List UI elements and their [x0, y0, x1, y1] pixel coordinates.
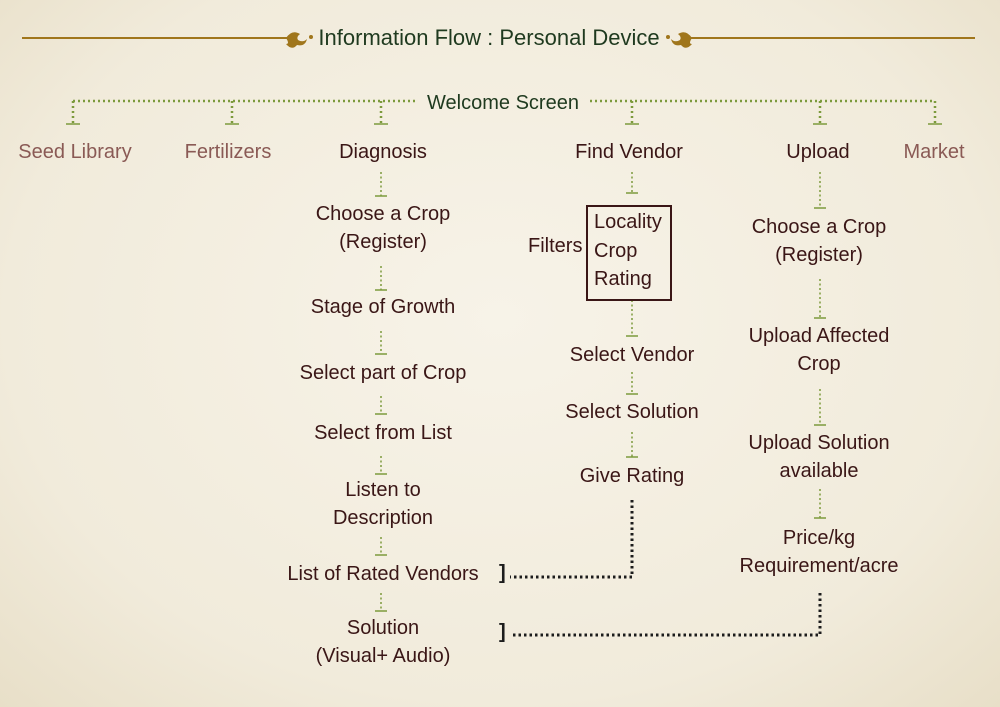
step-connectors	[380, 172, 821, 611]
filter-crop: Crop	[594, 240, 638, 262]
upload-choose-crop-line1: Choose a Crop	[751, 216, 887, 238]
diagnosis-listen-line2: Description	[332, 507, 434, 529]
filters-box	[586, 205, 672, 301]
flourish-right-icon	[666, 32, 692, 48]
upload-affected-crop: Upload Affected Crop	[749, 322, 890, 378]
filter-locality: Locality	[594, 211, 662, 233]
upload-choose-crop: Choose a Crop (Register)	[752, 213, 887, 269]
upload-price-requirement: Price/kg Requirement/acre	[740, 524, 899, 580]
root-node-welcome-screen: Welcome Screen	[427, 92, 579, 114]
branch-fertilizers: Fertilizers	[184, 141, 272, 163]
diagram-title: Information Flow : Personal Device	[318, 25, 660, 50]
diagnosis-choose-crop: Choose a Crop (Register)	[316, 200, 451, 256]
upload-solution-available: Upload Solution available	[748, 429, 889, 485]
branch-seed-library: Seed Library	[18, 141, 132, 163]
find-vendor-give-rating: Give Rating	[579, 465, 685, 487]
diagnosis-listen-line1: Listen to	[345, 479, 421, 501]
upload-affected-crop-line2: Crop	[797, 353, 841, 375]
upload-price-line1: Price/kg	[782, 527, 856, 549]
upload-affected-crop-line1: Upload Affected	[748, 325, 890, 347]
diagnosis-select-part: Select part of Crop	[299, 362, 467, 384]
root-connector	[71, 99, 937, 124]
branch-market: Market	[903, 141, 965, 163]
diagnosis-solution-line2: (Visual+ Audio)	[315, 645, 451, 667]
diagnosis-solution: Solution (Visual+ Audio)	[316, 614, 451, 670]
upload-solution-line2: available	[779, 460, 859, 482]
bracket-solution-icon: ]	[499, 621, 506, 643]
diagnosis-listen: Listen to Description	[333, 476, 433, 532]
diagnosis-stage-of-growth: Stage of Growth	[310, 296, 456, 318]
branch-find-vendor: Find Vendor	[575, 141, 683, 163]
diagnosis-select-from-list: Select from List	[314, 422, 452, 444]
diagnosis-solution-line1: Solution	[346, 617, 420, 639]
diagnosis-rated-vendors: List of Rated Vendors	[287, 563, 479, 585]
upload-price-line2: Requirement/acre	[739, 555, 899, 577]
branch-upload: Upload	[786, 141, 850, 163]
step-connector-ticks	[375, 192, 826, 612]
filter-rating: Rating	[594, 268, 652, 290]
upload-solution-line1: Upload Solution	[748, 432, 890, 454]
diagnosis-choose-crop-line2: (Register)	[339, 231, 427, 253]
bracket-rated-vendors-icon: ]	[499, 562, 506, 584]
flourish-left-icon	[286, 32, 313, 48]
filters-label: Filters	[528, 235, 583, 257]
feedback-connectors	[510, 500, 822, 637]
upload-choose-crop-line2: (Register)	[775, 244, 863, 266]
branch-diagnosis: Diagnosis	[339, 141, 427, 163]
diagnosis-choose-crop-line1: Choose a Crop	[315, 203, 451, 225]
find-vendor-select-solution: Select Solution	[565, 401, 699, 423]
find-vendor-select-vendor: Select Vendor	[569, 344, 695, 366]
